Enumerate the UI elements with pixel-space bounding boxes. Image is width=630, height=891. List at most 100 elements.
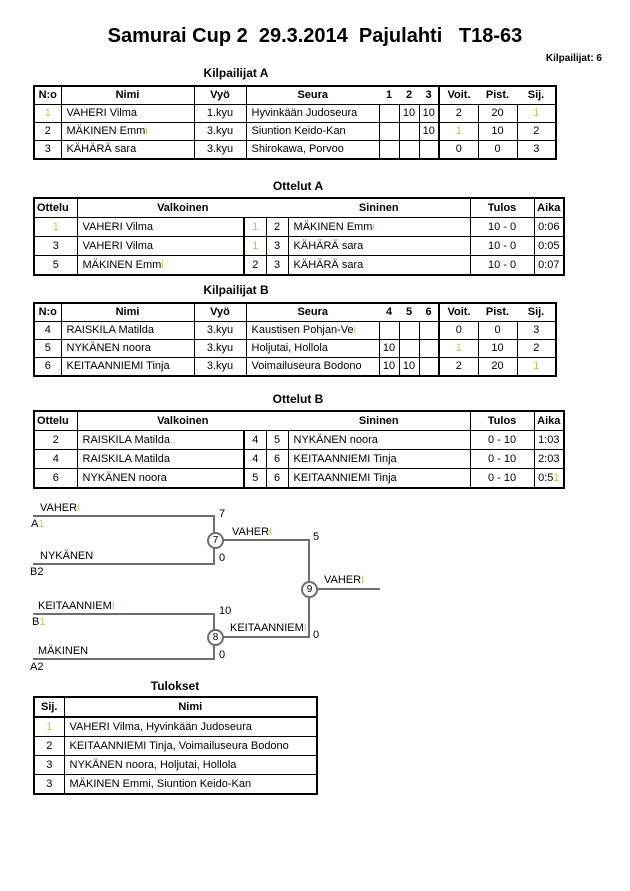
col-header-nimi: Nimi — [60, 302, 195, 322]
white-competitor: RAISKILA Matilda — [82, 434, 170, 446]
bracket-name-faint: I — [303, 622, 307, 634]
bracket-competitor-label: MÄKINEN — [38, 645, 88, 657]
section-title-matches-a: Ottelut A — [272, 179, 324, 193]
cell-white-no: 5 — [243, 468, 267, 489]
cell-vyo: 3.kyu — [193, 140, 247, 160]
cell-voit: 0 — [438, 140, 479, 160]
cell-result: 0 - 10 — [469, 449, 535, 469]
table-row: 2 MÄKINEN Emmi 3.kyu Siuntion Keido-Kan … — [33, 122, 557, 141]
bracket-seed-label: A1 — [31, 518, 44, 530]
cell-blue: MÄKINEN Emmi — [287, 217, 471, 237]
cell-match-number: 5 — [33, 255, 78, 276]
cell-match-number: 1 — [33, 217, 78, 237]
col-header-valkoinen: Valkoinen — [76, 410, 289, 431]
col-header-match-4: 4 — [379, 302, 400, 322]
blue-competitor: MÄKINEN Emm — [293, 221, 373, 233]
cell-no: 2 — [33, 122, 62, 141]
cell-sij: 2 — [516, 122, 557, 141]
cell-result: 0 - 10 — [469, 430, 535, 450]
cell-nimi: VAHERI Vilma, Hyvinkään Judoseura — [63, 716, 318, 737]
cell-white: MÄKINEN Emmi — [76, 255, 245, 276]
table-row: 3 MÄKINEN Emmi, Siuntion Keido-Kan — [33, 774, 318, 795]
blue-competitor: KÄHÄRÄ sara — [293, 259, 364, 271]
club-name-faint: i — [353, 324, 357, 336]
cell-blue-no: 5 — [265, 430, 289, 450]
cell-white-no: 1 — [243, 236, 267, 256]
cell-pist: 20 — [477, 357, 518, 377]
cell-match-score — [398, 321, 420, 340]
bracket-name-faint: I — [111, 600, 115, 612]
table-row: 3 NYKÄNEN noora, Holjutai, Hollola — [33, 755, 318, 775]
competitor-name: RAISKILA Matilda — [66, 324, 154, 336]
cell-no: 5 — [33, 339, 62, 358]
cell-sij: 3 — [516, 140, 557, 160]
seed: A — [31, 518, 39, 530]
col-header-vyo: Vyö — [193, 302, 247, 322]
section-title-matches-b: Ottelut B — [272, 392, 324, 406]
col-header-aika: Aika — [533, 410, 565, 431]
cell-result: 10 - 0 — [469, 217, 535, 237]
pool-b-table: N:o Nimi Vyö Seura 4 5 6 Voit. Pist. Sij… — [33, 302, 557, 377]
cell-white: RAISKILA Matilda — [76, 430, 245, 450]
col-header-tulos: Tulos — [469, 197, 535, 218]
col-header-pist: Pist. — [478, 302, 518, 322]
cell-match-score — [418, 140, 440, 160]
cell-seura: Shirokawa, Porvoo — [245, 140, 380, 160]
wins: 1 — [455, 125, 462, 137]
col-header-vyo: Vyö — [193, 85, 247, 105]
col-header-match-5: 5 — [399, 302, 420, 322]
match-time: 0:5 — [538, 472, 554, 484]
blue-competitor: KÄHÄRÄ sara — [293, 240, 364, 252]
cell-white: VAHERI Vilma — [76, 217, 245, 237]
cell-voit: 2 — [438, 357, 479, 377]
cell-white-no: 1 — [243, 217, 267, 237]
seed-faint: 1 — [38, 518, 45, 530]
col-header-sij: Sij. — [517, 85, 557, 105]
cell-nimi: KEITAANNIEMI Tinja — [60, 357, 195, 377]
col-header-seura: Seura — [245, 302, 380, 322]
cell-voit: 1 — [438, 122, 479, 141]
col-header-seura: Seura — [245, 85, 380, 105]
cell-pist: 0 — [477, 321, 518, 340]
bracket-line — [220, 636, 310, 638]
club-name: Voimailuseura Bodono — [251, 360, 362, 372]
bracket-winner-label: VAHERI — [232, 526, 272, 538]
matches-b-table: Ottelu Valkoinen Sininen Tulos Aika 2 RA… — [33, 410, 566, 489]
club-name: Kaustisen Pohjan-Ve — [251, 324, 354, 336]
seed: B — [32, 616, 40, 628]
cell-blue-no: 6 — [265, 449, 289, 469]
bracket-name-faint: I — [77, 502, 81, 514]
table-row: 6 NYKÄNEN noora 5 6 KEITAANNIEMI Tinja 0… — [33, 468, 565, 489]
cell-vyo: 1.kyu — [193, 104, 247, 123]
bracket-line — [33, 515, 215, 517]
white-competitor: RAISKILA Matilda — [82, 453, 170, 465]
bracket-score: 0 — [219, 552, 226, 564]
cell-match-number: 2 — [33, 430, 78, 450]
header-row: Ottelu Valkoinen Sininen Tulos Aika — [33, 197, 565, 218]
col-header-sininen: Sininen — [288, 197, 471, 218]
bracket-line — [316, 588, 380, 590]
cell-match-number: 6 — [33, 468, 78, 489]
cell-sij: 1 — [33, 716, 65, 737]
cell-blue: KÄHÄRÄ sara — [287, 255, 471, 276]
cell-voit: 2 — [438, 104, 479, 123]
cell-match-score — [418, 321, 440, 340]
cell-seura: Hyvinkään Judoseura — [245, 104, 380, 123]
bracket-name: KEITAANNIEM — [230, 622, 304, 634]
cell-sij: 3 — [516, 321, 557, 340]
cell-time: 2:03 — [533, 449, 565, 469]
competitor-name-faint: i — [145, 125, 148, 137]
col-header-voit: Voit. — [438, 302, 479, 322]
table-row: 1 VAHERI Vilma, Hyvinkään Judoseura — [33, 716, 318, 737]
cell-no: 4 — [33, 321, 62, 340]
club-name: Siuntion Keido-Kan — [251, 125, 346, 137]
bracket-line — [33, 563, 215, 565]
cell-vyo: 3.kyu — [193, 339, 247, 358]
col-header-sij: Sij. — [33, 696, 65, 718]
cell-sij: 2 — [33, 736, 65, 756]
col-header-no: N:o — [33, 302, 62, 322]
cell-time: 0:07 — [533, 255, 565, 276]
cell-no: 6 — [33, 357, 62, 377]
bracket-score: 10 — [219, 605, 232, 617]
header-row: Ottelu Valkoinen Sininen Tulos Aika — [33, 410, 565, 431]
